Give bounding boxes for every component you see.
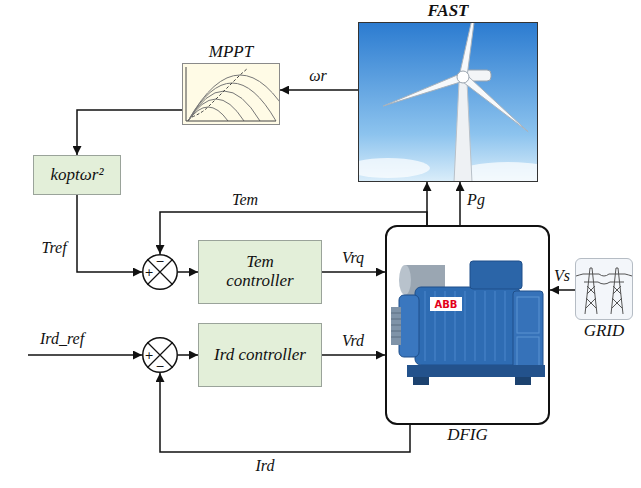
logo-text: ABB bbox=[435, 299, 458, 310]
pylon-picture bbox=[583, 268, 599, 314]
wind-turbine-picture bbox=[459, 22, 478, 78]
signal-label: Pg bbox=[466, 191, 486, 209]
wind-turbine-picture bbox=[358, 158, 430, 178]
block-heading: FAST bbox=[428, 2, 469, 21]
generator-picture bbox=[399, 265, 411, 295]
signal-label: Ird_ref bbox=[40, 330, 84, 348]
wind-turbine-picture bbox=[383, 73, 464, 106]
signal-label: Ird bbox=[255, 457, 276, 475]
sign-label: − bbox=[155, 361, 164, 372]
generator-picture bbox=[430, 297, 462, 311]
generator-picture bbox=[515, 377, 531, 385]
mppt-curves bbox=[182, 63, 292, 125]
signal-label: Vs bbox=[553, 267, 571, 285]
generator-picture bbox=[517, 337, 539, 369]
pylon-picture bbox=[609, 268, 625, 314]
block-label: koptωr² bbox=[51, 166, 104, 185]
mppt-curves bbox=[186, 67, 276, 121]
wind-turbine-picture bbox=[358, 22, 538, 182]
grid-source: GRID bbox=[575, 258, 633, 320]
signal-label: Tref bbox=[40, 239, 67, 257]
signal-connector bbox=[550, 289, 575, 291]
pylon-picture bbox=[576, 274, 632, 284]
sign-label: + bbox=[144, 267, 153, 278]
summing-junction: +− bbox=[142, 254, 178, 290]
signal-connector bbox=[322, 271, 385, 273]
generator-picture bbox=[513, 291, 543, 375]
block-label: Tem controller bbox=[212, 253, 308, 290]
generator-picture bbox=[425, 291, 505, 361]
signal-connector bbox=[178, 354, 198, 356]
wind-turbine-picture bbox=[457, 71, 469, 83]
pylon-picture bbox=[576, 268, 632, 314]
generator-picture bbox=[385, 225, 550, 425]
signal-connector bbox=[77, 195, 142, 272]
mppt-curves bbox=[188, 91, 260, 121]
mppt-curves bbox=[192, 68, 248, 117]
controller-block: Tem controller bbox=[198, 240, 322, 304]
block-heading: DFIG bbox=[447, 426, 488, 445]
generator-picture bbox=[391, 313, 401, 337]
signal-connector bbox=[322, 354, 385, 356]
signal-connector bbox=[178, 271, 198, 273]
mppt-curves bbox=[188, 75, 280, 121]
controller-block: Ird controller bbox=[198, 323, 322, 387]
generator-picture bbox=[517, 297, 539, 333]
signal-label: Vrd bbox=[341, 332, 365, 350]
wind-turbine-picture bbox=[358, 22, 538, 182]
generator-picture bbox=[407, 365, 545, 377]
generator-picture bbox=[399, 295, 419, 357]
generator-picture bbox=[385, 225, 550, 425]
sign-label: + bbox=[144, 350, 153, 361]
junction-outline bbox=[143, 338, 178, 373]
mppt-block: MPPT bbox=[182, 63, 280, 125]
mppt-curves bbox=[186, 67, 280, 121]
signal-connector bbox=[459, 182, 461, 225]
gain-block: koptωr² bbox=[33, 155, 121, 195]
mppt-curves bbox=[188, 83, 276, 121]
block-heading: GRID bbox=[584, 322, 625, 341]
sign-label: − bbox=[155, 256, 164, 267]
generator-picture bbox=[413, 377, 429, 385]
generator-picture bbox=[415, 287, 520, 365]
mppt-curves bbox=[188, 107, 228, 121]
pylon-picture bbox=[575, 258, 633, 320]
signal-label: Vrq bbox=[341, 249, 365, 267]
block-heading: MPPT bbox=[209, 43, 253, 62]
block-label: Ird controller bbox=[214, 346, 306, 365]
mppt-curves bbox=[188, 99, 244, 121]
signal-connector bbox=[77, 110, 182, 155]
wind-turbine-picture bbox=[346, 0, 560, 186]
generator-picture bbox=[391, 307, 401, 345]
dfig-machine: DFIG bbox=[385, 225, 550, 425]
signal-label: ωr bbox=[308, 67, 328, 85]
fast-turbine-block: FAST bbox=[358, 22, 538, 182]
wind-turbine-picture bbox=[454, 82, 472, 182]
wind-turbine-picture bbox=[460, 74, 528, 132]
reference-input-wire bbox=[28, 354, 142, 356]
generator-picture bbox=[470, 261, 522, 289]
pylon-picture bbox=[575, 258, 633, 320]
junction-outline bbox=[143, 255, 178, 290]
mppt-curves bbox=[182, 63, 280, 125]
signal-label: Tem bbox=[231, 191, 259, 209]
summing-junction: +− bbox=[142, 337, 178, 373]
signal-connector bbox=[280, 89, 358, 91]
